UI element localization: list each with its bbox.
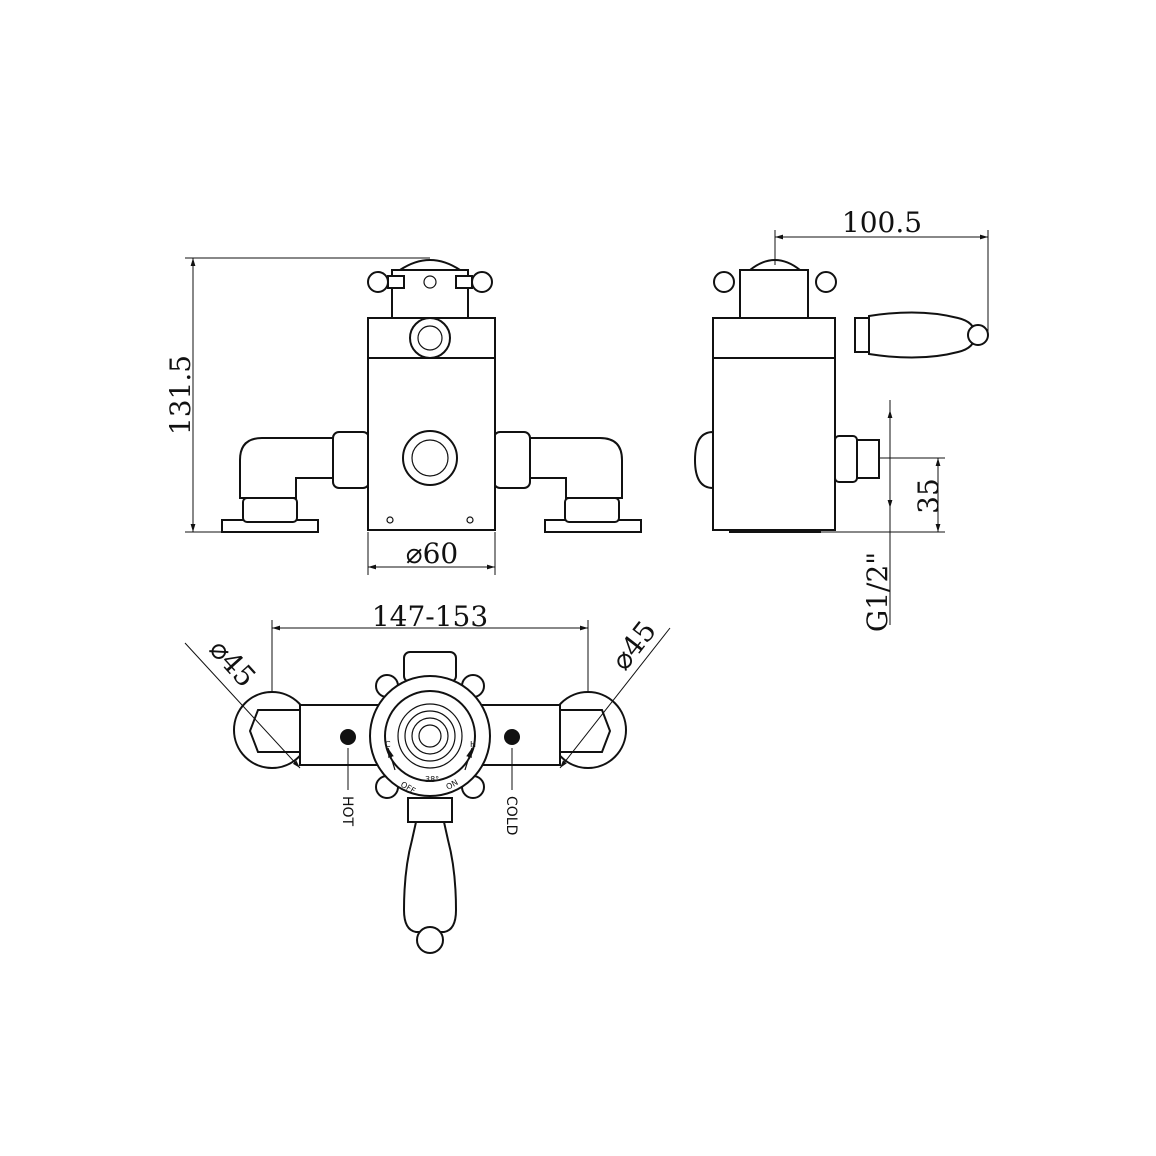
centres-dimension: 147-153 [372,600,488,633]
right-plate-diameter: ⌀45 [605,615,663,677]
front-view: 131.5 ⌀60 [164,257,642,575]
side-view: 100.5 35 G1/2" [693,206,989,632]
height-dimension: 131.5 [164,355,197,435]
temperature-label: 38° [425,775,439,784]
inlet-height-dimension: 35 [912,478,945,514]
left-plate-diameter: ⌀45 [203,633,263,694]
plan-view: C H OFF ON 38° HOT COLD 147-153 ⌀45 ⌀45 [184,600,671,954]
depth-dimension: 100.5 [842,206,922,239]
hot-label: HOT [339,796,355,827]
cold-direction-label: C [385,740,391,749]
thread-dimension: G1/2" [861,552,894,632]
cold-label: COLD [503,796,519,835]
diameter-60-dimension: ⌀60 [406,537,459,570]
hot-direction-label: H [470,740,476,749]
